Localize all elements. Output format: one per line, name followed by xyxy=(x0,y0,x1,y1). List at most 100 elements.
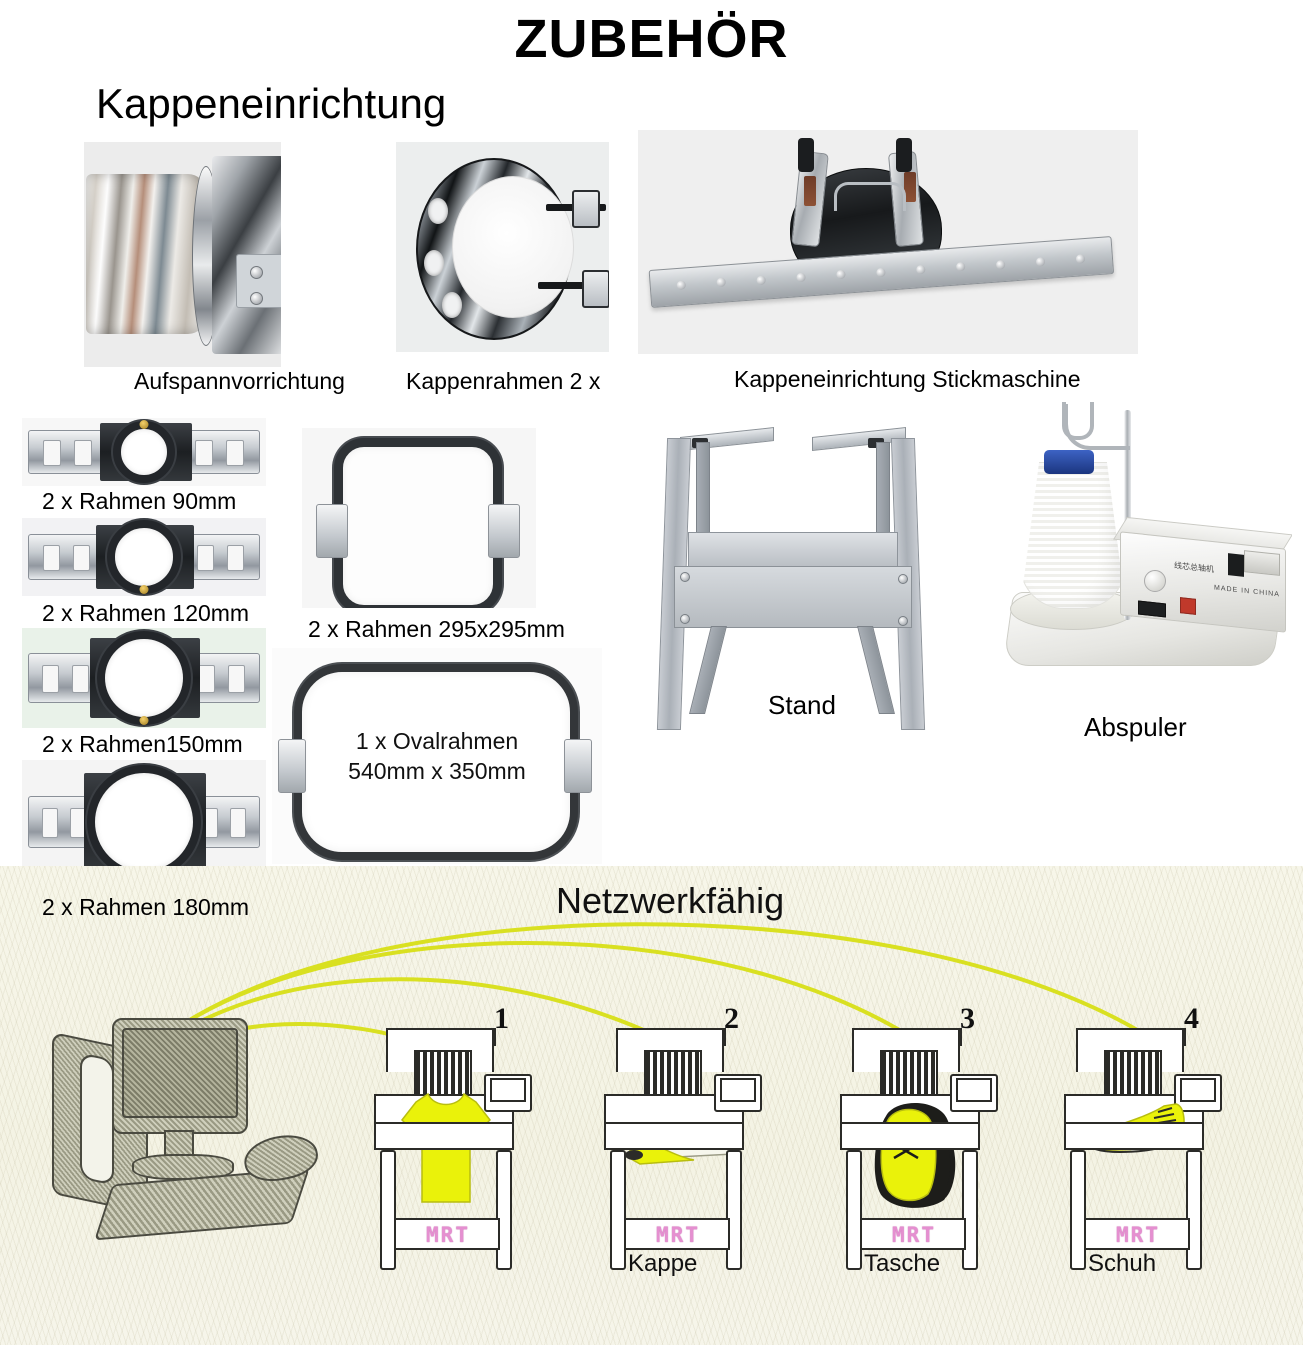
cap-device-handle xyxy=(834,182,906,211)
machine-head xyxy=(414,1050,472,1102)
embroidery-machine-3: 3 MRT Tasche xyxy=(838,1002,998,1286)
caption-kappenrahmen: Kappenrahmen 2 x xyxy=(406,368,601,394)
stand-brace xyxy=(689,626,727,714)
machine-head xyxy=(880,1050,938,1102)
stand-screw xyxy=(680,614,690,624)
embroidery-machine-1: 1 MRT xyxy=(372,1002,532,1286)
machine-number: 4 xyxy=(1184,1002,1199,1035)
stand-inner-post xyxy=(876,442,890,536)
photo-rahmen-120mm xyxy=(22,518,266,596)
hoop-wing-left xyxy=(28,534,106,580)
photo-rahmen-150mm xyxy=(22,628,266,728)
machine-screen xyxy=(956,1078,992,1102)
cap-frame-hole xyxy=(442,292,462,318)
winder-cone-cap xyxy=(1044,450,1094,474)
clamp-bolt xyxy=(250,292,263,305)
machine-base-panel xyxy=(394,1218,500,1250)
machine-leg xyxy=(496,1150,512,1270)
machine-leg xyxy=(610,1150,626,1270)
brand-logo-mrt: MRT xyxy=(656,1223,700,1247)
winder-power-switch[interactable] xyxy=(1138,600,1166,618)
caption-rahmen-295x295: 2 x Rahmen 295x295mm xyxy=(308,616,565,642)
caption-abspuler: Abspuler xyxy=(1084,712,1187,742)
winder-thread-cone xyxy=(1020,462,1126,609)
hoop-wing-right xyxy=(180,430,260,474)
photo-aufspannvorrichtung xyxy=(84,142,281,367)
hoop-screw xyxy=(139,585,149,594)
pc-tower-bay xyxy=(80,1052,114,1186)
caption-rahmen-120mm: 2 x Rahmen 120mm xyxy=(42,600,250,626)
caption-rahmen-150mm: 2 x Rahmen150mm xyxy=(42,731,243,757)
machine-screen xyxy=(490,1078,526,1102)
caption-stand: Stand xyxy=(768,690,836,720)
cap-device-pad xyxy=(804,176,816,206)
hoop-screw xyxy=(139,716,149,725)
machine-number: 1 xyxy=(494,1002,509,1035)
cap-frame-clip xyxy=(572,190,600,228)
photo-kappeneinrichtung-stickmaschine xyxy=(638,130,1138,354)
garment-bag xyxy=(860,1096,970,1212)
photo-kappenrahmen xyxy=(396,142,609,352)
cap-frame-disc xyxy=(452,176,574,318)
machine-leg xyxy=(962,1150,978,1270)
computer-illustration xyxy=(28,1008,358,1298)
cap-frame-hole xyxy=(424,250,444,276)
machine-leg xyxy=(726,1150,742,1270)
caption-aufspannvorrichtung: Aufspannvorrichtung xyxy=(134,368,345,394)
square-frame-tab-left xyxy=(316,503,348,558)
winder-spindle xyxy=(1244,550,1280,576)
brand-logo-mrt: MRT xyxy=(892,1223,936,1247)
caption-ovalrahmen: 1 x Ovalrahmen 540mm x 350mm xyxy=(272,726,602,786)
winder-spindle-dark xyxy=(1228,553,1244,577)
hoop-ring xyxy=(97,631,191,725)
stand-brace xyxy=(857,626,895,714)
brand-logo-mrt: MRT xyxy=(1116,1223,1160,1247)
oval-frame-tab-right xyxy=(564,738,592,793)
section-title-cap-equipment: Kappeneinrichtung xyxy=(96,80,447,127)
photo-rahmen-180mm xyxy=(22,760,266,884)
machine-number: 2 xyxy=(724,1002,739,1035)
oval-frame-tab-left xyxy=(278,738,306,793)
machine-leg xyxy=(380,1150,396,1270)
embroidery-machine-4: 4 MRT Schuh xyxy=(1062,1002,1222,1286)
cap-frame-hole xyxy=(428,198,448,224)
winder-red-switch[interactable] xyxy=(1180,597,1196,615)
photo-ovalrahmen: 1 x Ovalrahmen 540mm x 350mm xyxy=(272,648,602,864)
square-frame-tab-right xyxy=(488,503,520,558)
hoop-ring xyxy=(113,421,175,483)
cap-device-post xyxy=(896,138,912,172)
photo-abspuler: 线芯总轴机 MADE IN CHINA xyxy=(992,392,1292,704)
cap-device-post xyxy=(798,138,814,172)
stand-screw xyxy=(898,574,908,584)
clamp-cone xyxy=(86,174,206,334)
machine-leg xyxy=(846,1150,862,1270)
network-section: Netzwerkfähig 1 xyxy=(0,866,1303,1345)
machine-label: Kappe xyxy=(628,1250,698,1277)
machine-screen xyxy=(720,1078,756,1102)
machine-base-panel xyxy=(1084,1218,1190,1250)
oval-caption-line2: 540mm x 350mm xyxy=(348,758,526,784)
machine-screen xyxy=(1180,1078,1216,1102)
machine-leg xyxy=(1070,1150,1086,1270)
machine-base-panel xyxy=(860,1218,966,1250)
winder-thread-hook xyxy=(1062,402,1094,440)
photo-rahmen-90mm xyxy=(22,418,266,486)
machine-number: 3 xyxy=(960,1002,975,1035)
machine-base-panel xyxy=(624,1218,730,1250)
stand-front-panel xyxy=(674,566,912,628)
pc-monitor-base xyxy=(132,1154,234,1180)
hoop-wing-right xyxy=(182,534,260,580)
stand-inner-post xyxy=(696,442,710,536)
machine-label: Tasche xyxy=(864,1250,941,1277)
brand-logo-mrt: MRT xyxy=(426,1223,470,1247)
caption-kappeneinrichtung-stickmaschine: Kappeneinrichtung Stickmaschine xyxy=(734,366,1081,392)
photo-stand: Stand xyxy=(640,414,946,748)
stand-screw xyxy=(898,616,908,626)
hoop-wing-left xyxy=(28,430,108,474)
caption-rahmen-90mm: 2 x Rahmen 90mm xyxy=(42,488,237,514)
cap-frame-clip xyxy=(582,270,609,308)
cap-device-pad xyxy=(904,172,916,202)
hoop-ring xyxy=(107,520,181,594)
page-title: ZUBEHÖR xyxy=(514,9,789,69)
embroidery-machine-2: 2 MRT Kappe xyxy=(602,1002,762,1286)
